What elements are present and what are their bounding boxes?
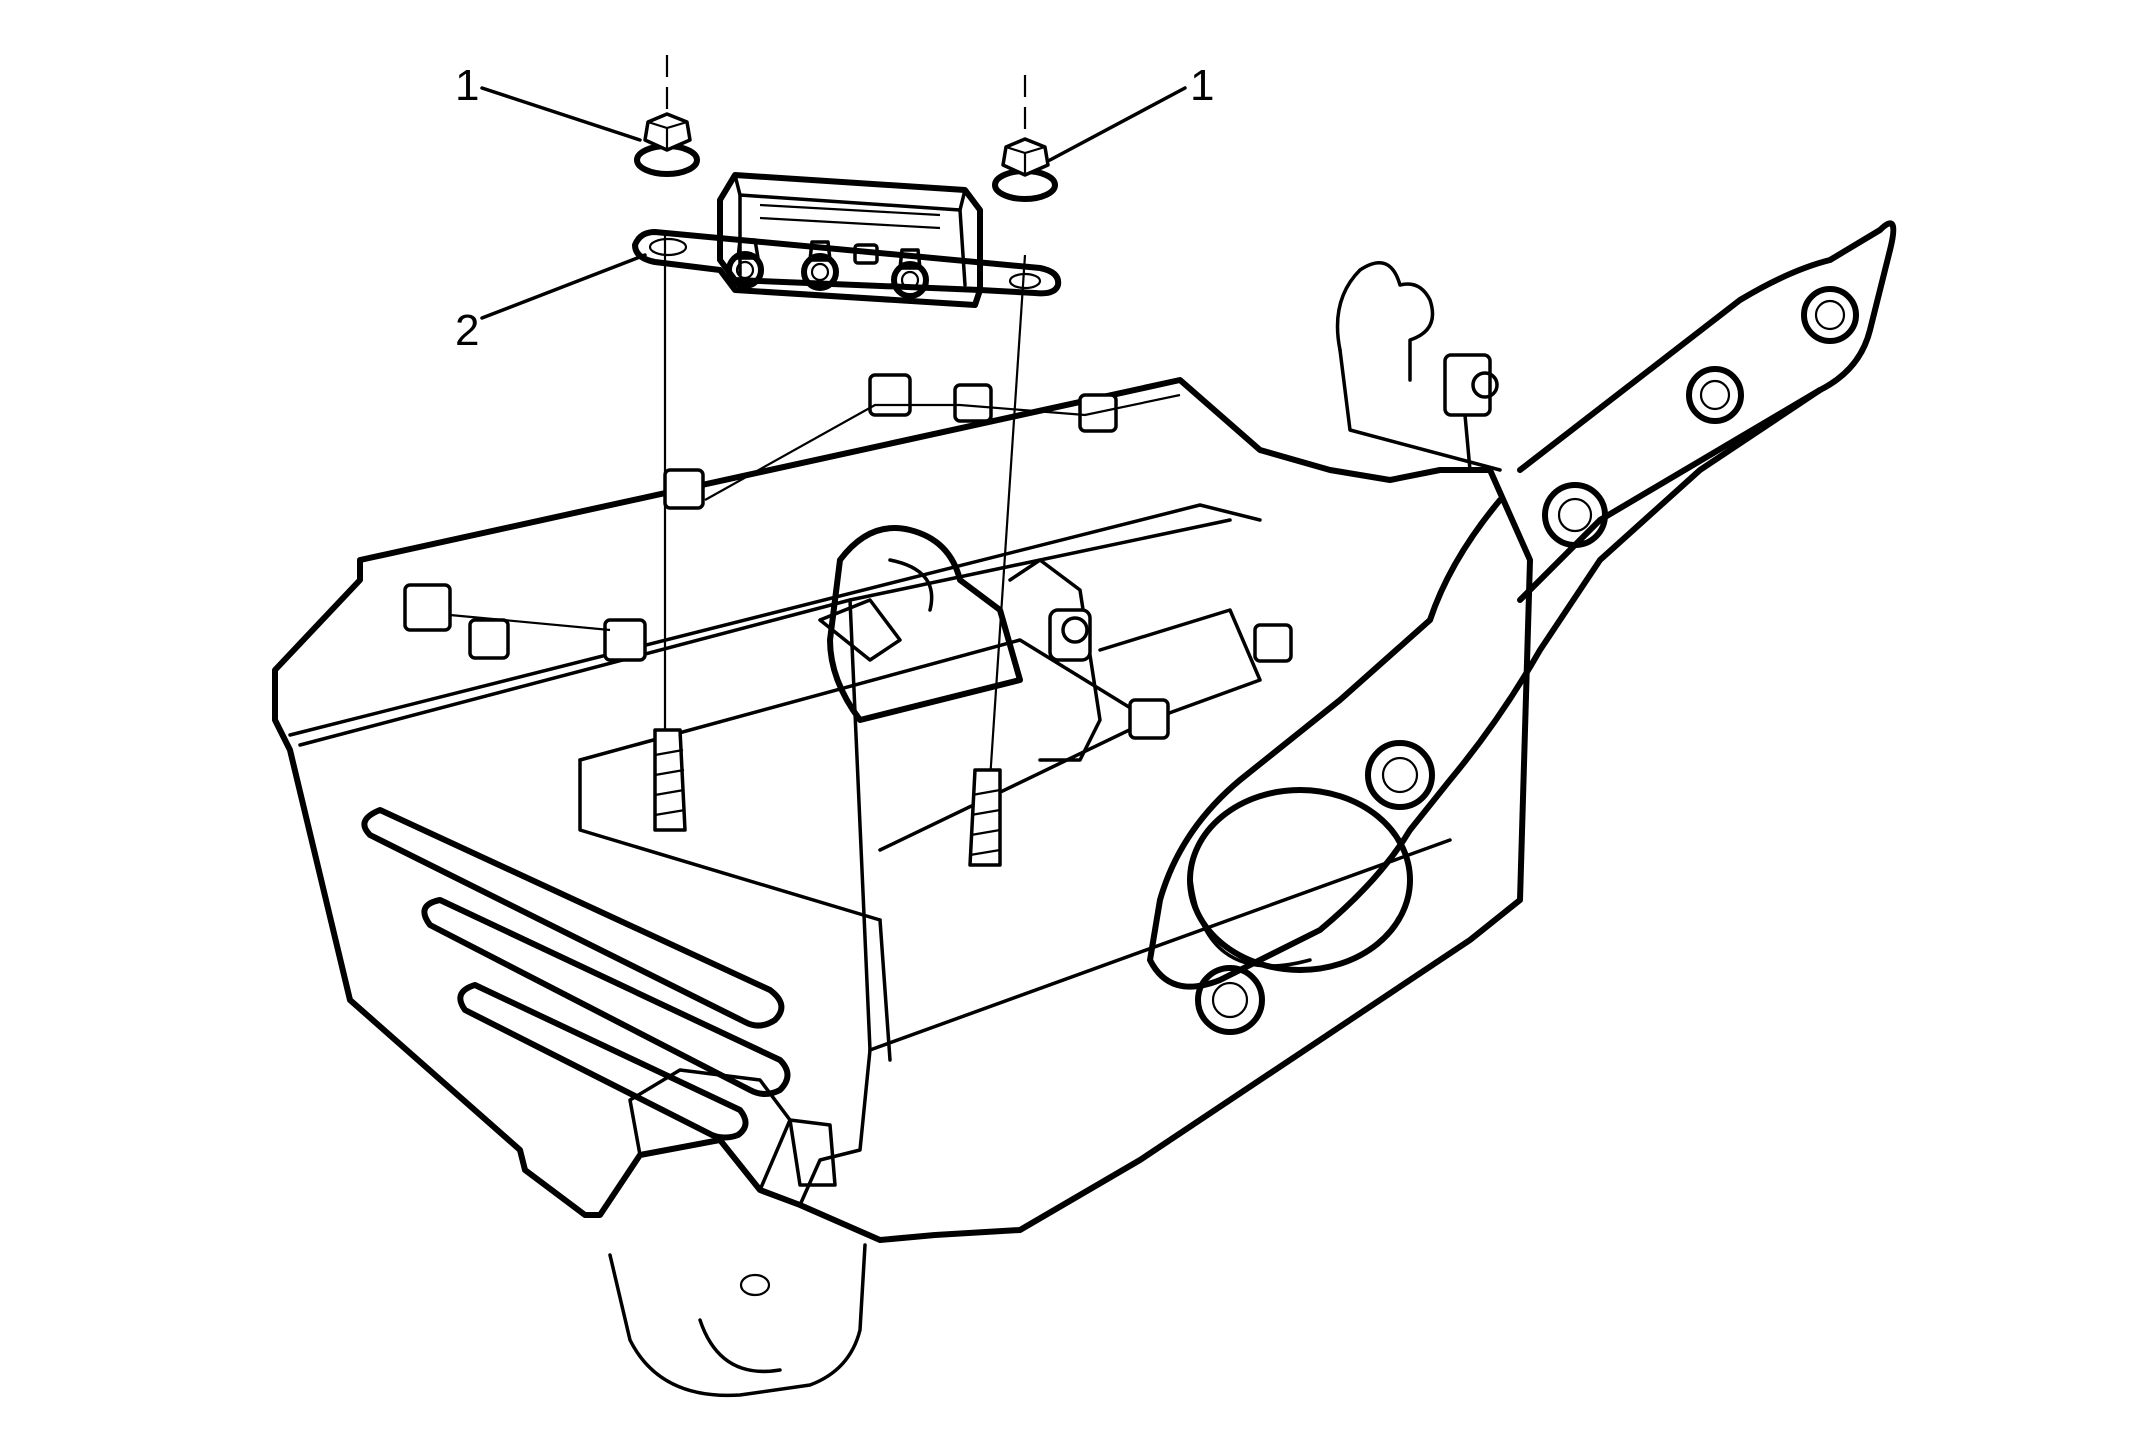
clip — [953, 383, 993, 423]
leader-line — [480, 86, 642, 142]
nut-right — [992, 137, 1058, 202]
nut-left — [634, 112, 700, 177]
callout-label: 2 — [455, 306, 479, 355]
module-connector — [801, 240, 839, 291]
arm-hole — [1686, 366, 1744, 424]
clip — [468, 618, 510, 660]
stud-left — [653, 728, 687, 832]
callout-nut-right: 1 — [1048, 61, 1214, 162]
mounting-studs — [653, 55, 1027, 867]
clips — [403, 373, 1293, 740]
mounting-arm — [1147, 220, 1897, 1035]
module-connector — [891, 248, 929, 299]
stud-right — [968, 768, 1002, 867]
clip — [1128, 698, 1170, 740]
arm-hole — [1195, 965, 1265, 1035]
arm-hole — [1801, 286, 1859, 344]
leader-line — [1048, 86, 1187, 162]
clip — [403, 583, 452, 632]
clip — [1253, 623, 1293, 663]
callout-label: 1 — [455, 61, 479, 110]
leader-line — [480, 253, 647, 320]
center-latch — [818, 525, 1262, 762]
arm-hole — [1542, 482, 1608, 548]
clip — [603, 618, 647, 662]
clip — [868, 373, 912, 417]
rear-bracket — [1335, 260, 1502, 472]
module-connector — [726, 238, 764, 289]
callout-module: 2 — [455, 253, 647, 355]
module — [632, 172, 1062, 308]
arm-hole — [1365, 740, 1435, 810]
housing-body — [272, 377, 1533, 1398]
guide-line-right — [988, 254, 1027, 781]
clip — [663, 468, 705, 510]
callout-label: 1 — [1190, 61, 1214, 110]
callout-nut-left: 1 — [455, 61, 642, 142]
